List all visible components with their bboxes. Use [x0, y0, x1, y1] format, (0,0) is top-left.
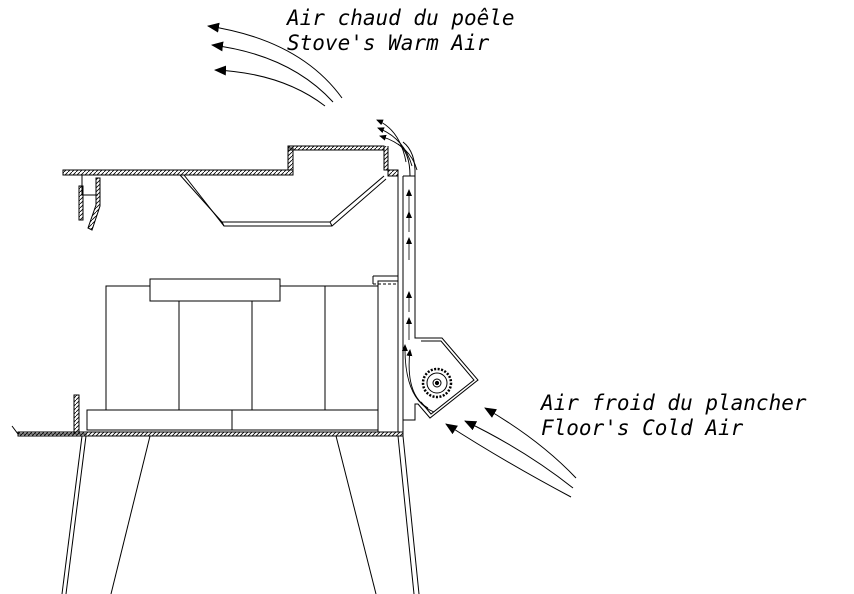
blower-fan — [401, 322, 479, 421]
inner-shelf — [372, 275, 399, 432]
cold-air-label-fr: Air froid du plancher — [541, 391, 807, 415]
stove-top-plate — [62, 145, 399, 231]
exit-air-arrows — [376, 119, 418, 171]
firebox-bricks — [86, 278, 379, 431]
stove-pedestal — [61, 435, 420, 594]
cold-air-arrows — [445, 407, 577, 498]
stove-bottom-plate — [11, 394, 404, 437]
stove-right-duct — [397, 141, 416, 432]
cold-air-label-en: Floor's Cold Air — [541, 416, 744, 440]
warm-air-arrows — [207, 22, 343, 107]
warm-air-label-en: Stove's Warm Air — [287, 31, 490, 55]
warm-air-label-fr: Air chaud du poêle — [287, 6, 515, 30]
